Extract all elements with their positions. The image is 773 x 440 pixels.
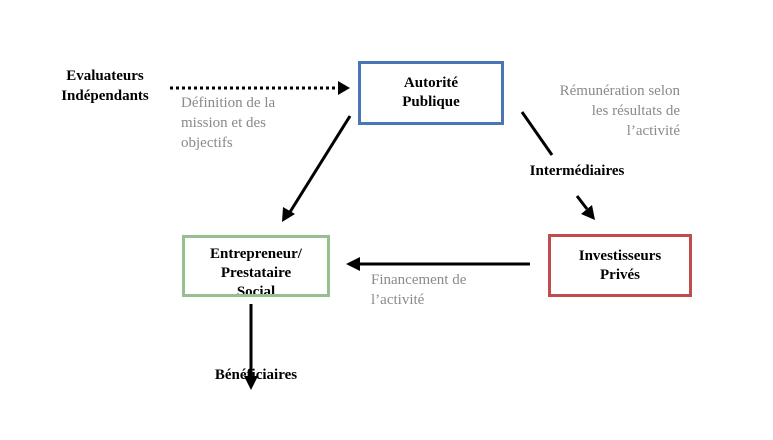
node-evaluateurs-line2: Indépendants <box>61 88 149 104</box>
arrowhead-entrepreneur <box>282 207 295 222</box>
node-autorite-line2: Publique <box>402 94 460 110</box>
node-evaluateurs: Evaluateurs Indépendants <box>40 66 170 106</box>
edge-label-financement-line1: Financement de <box>371 272 467 288</box>
edge-label-financement-line2: l’activité <box>371 292 425 308</box>
node-autorite-publique: Autorité Publique <box>358 61 504 125</box>
edge-label-remuneration-line3: l’activité <box>626 123 680 139</box>
edge-label-remuneration-line1: Rémunération selon <box>559 83 680 99</box>
arrowhead-evaluateurs <box>338 81 350 95</box>
node-entrepreneur-line2: Prestataire <box>220 265 292 281</box>
edge-label-remuneration: Rémunération selon les résultats de l’ac… <box>520 81 680 141</box>
edge-label-definition-line1: Définition de la <box>181 95 276 111</box>
node-intermediaires-label: Intermédiaires <box>529 163 625 179</box>
edge-label-definition: Définition de la mission et des objectif… <box>181 93 321 153</box>
node-entrepreneur: Entrepreneur/ Prestataire Social <box>182 235 330 297</box>
edge-label-definition-line2: mission et des <box>181 115 266 131</box>
node-autorite-line1: Autorité <box>403 75 459 91</box>
node-investisseurs-line2: Privés <box>600 266 640 283</box>
node-entrepreneur-line3: Social <box>236 284 276 297</box>
node-beneficiaires: Bénéficiaires <box>196 365 316 385</box>
node-investisseurs-prives: Investisseurs Privés <box>548 234 692 297</box>
arrow-intermediaires-to-investisseurs <box>575 195 589 210</box>
edge-label-definition-line3: objectifs <box>181 135 233 151</box>
arrowhead-investisseurs <box>581 205 595 220</box>
node-entrepreneur-line1: Entrepreneur/ <box>210 246 302 262</box>
arrowhead-financement <box>346 257 360 271</box>
node-beneficiaires-label: Bénéficiaires <box>214 367 298 383</box>
node-investisseurs-line1: Investisseurs <box>578 247 662 264</box>
edge-label-financement: Financement de l’activité <box>371 270 511 310</box>
line-autorite-to-intermediaires <box>520 111 554 156</box>
node-intermediaires: Intermédiaires <box>512 161 642 181</box>
edge-label-remuneration-line2: les résultats de <box>591 103 680 119</box>
node-evaluateurs-line1: Evaluateurs <box>66 68 144 84</box>
arrowhead-beneficiaires <box>244 376 258 390</box>
arrow-autorite-to-entrepreneur <box>288 115 352 213</box>
